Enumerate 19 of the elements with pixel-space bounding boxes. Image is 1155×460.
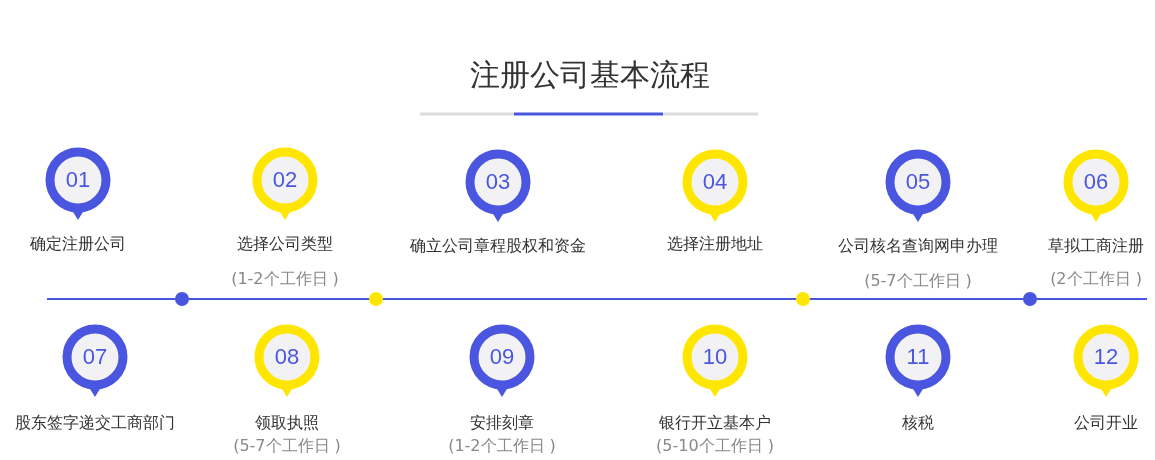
- step-label: 草拟工商注册: [1048, 236, 1144, 257]
- step-label: 公司核名查询网申办理: [838, 236, 998, 257]
- duration-label: (2个工作日 ): [1050, 269, 1142, 290]
- step-label: 核税: [902, 413, 934, 434]
- step-label: 确立公司章程股权和资金: [410, 236, 586, 257]
- duration-label: (5-10个工作日 ): [656, 436, 774, 457]
- step-label: 股东签字递交工商部门: [15, 413, 175, 434]
- step-label: 领取执照: [255, 413, 319, 434]
- step-label: 公司开业: [1074, 413, 1138, 434]
- step-label: 选择注册地址: [667, 234, 763, 255]
- step-label: 确定注册公司: [30, 234, 126, 255]
- duration-label: (1-2个工作日 ): [231, 269, 339, 290]
- step-label: 安排刻章: [470, 413, 534, 434]
- duration-label: (5-7个工作日 ): [233, 436, 341, 457]
- title: 注册公司基本流程: [470, 56, 710, 94]
- duration-label: (1-2个工作日 ): [448, 436, 556, 457]
- step-label: 选择公司类型: [237, 234, 333, 255]
- duration-label: (5-7个工作日 ): [864, 271, 972, 292]
- step-label: 银行开立基本户: [659, 413, 771, 434]
